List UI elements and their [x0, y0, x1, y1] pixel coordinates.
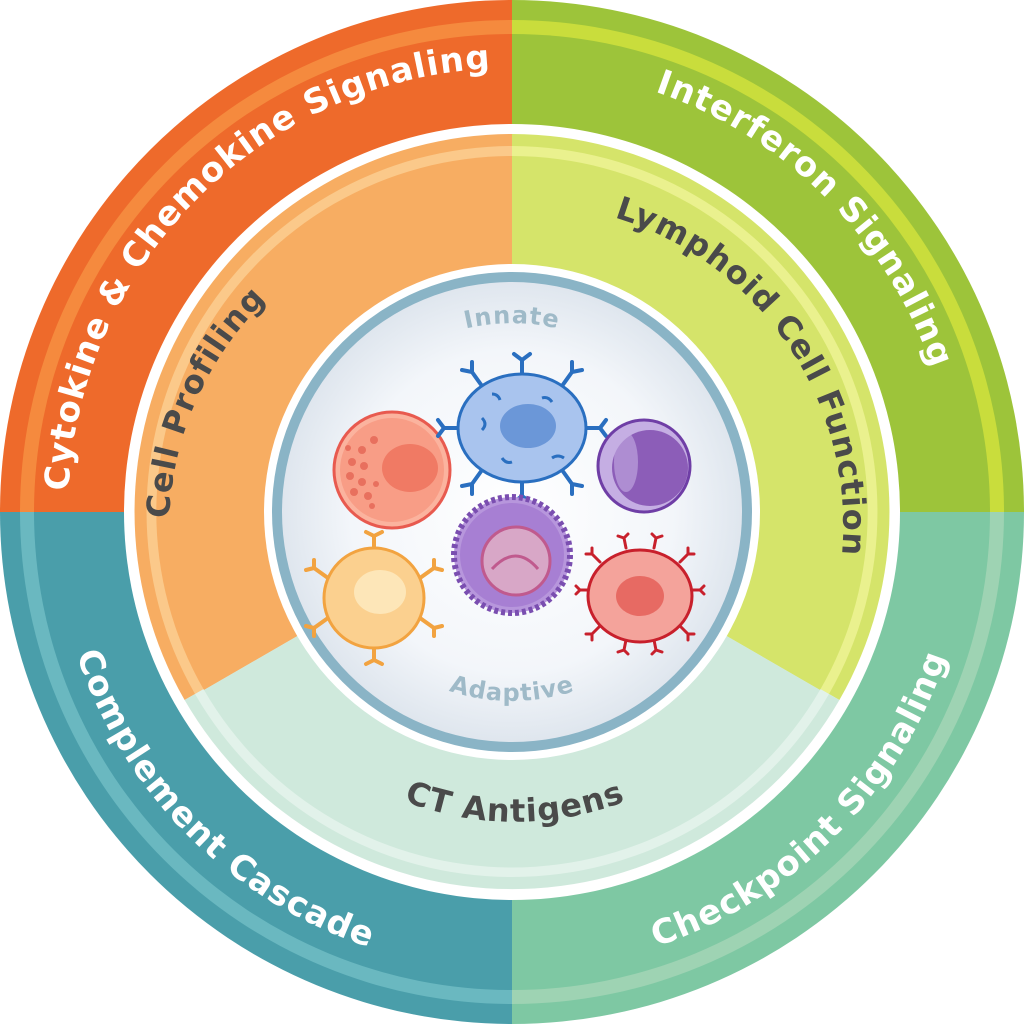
macrophage-cell-icon	[304, 530, 444, 666]
granulocyte-cell-icon	[332, 410, 452, 530]
dendritic-cell-icon	[436, 352, 608, 504]
mast-cell-icon	[574, 532, 706, 656]
lymphocyte-cell-icon	[596, 418, 692, 514]
nk-cell-icon	[451, 494, 573, 616]
